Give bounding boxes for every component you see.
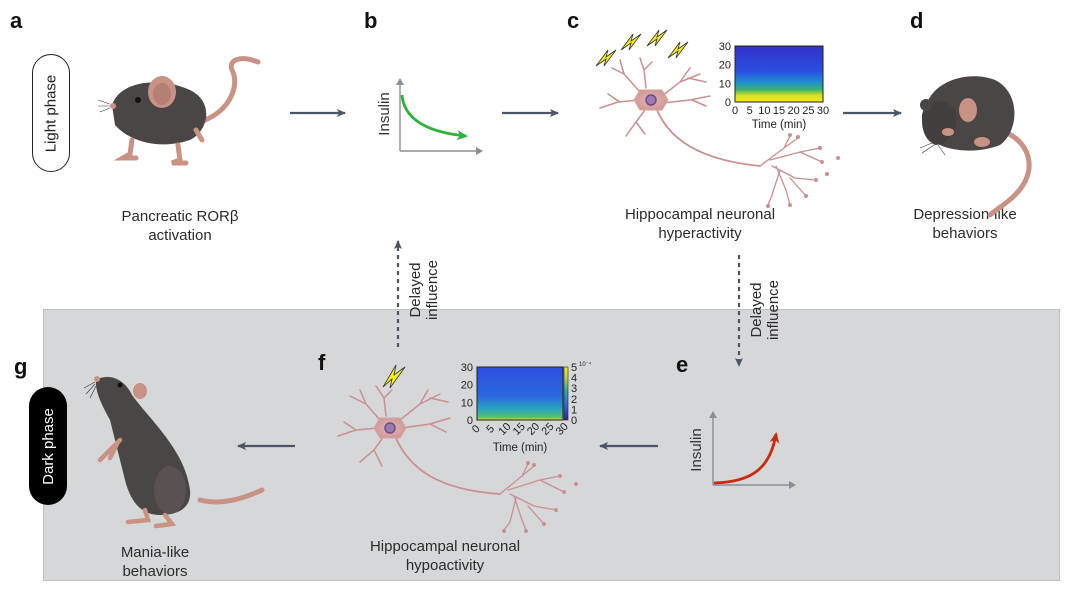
caption-f-line1: Hippocampal neuronal: [369, 538, 521, 555]
x-tick-label: 0: [470, 423, 483, 436]
caption-g-line1: Mania-like: [120, 544, 190, 561]
x-tick-label: 15: [773, 105, 785, 117]
y-tick-label: 10: [461, 397, 473, 409]
colorbar-tick-label: 3: [571, 383, 577, 395]
caption-g-line2: behaviors: [122, 563, 188, 580]
colorbar-exponent: 10⁻⁴: [579, 361, 592, 368]
x-tick-label: 30: [817, 105, 829, 117]
colorbar-tick-label: 5: [571, 362, 577, 374]
x-tick-label: 20: [788, 105, 800, 117]
x-tick-label: 0: [732, 105, 738, 117]
colorbar-f: [563, 366, 569, 421]
neuron-nucleus-c: [645, 94, 657, 106]
x-tick-label: 5: [747, 105, 753, 117]
caption-f-line2: hypoactivity: [405, 557, 485, 574]
caption-c-line2: hyperactivity: [658, 225, 742, 242]
caption-a-line1: Pancreatic RORβ: [121, 208, 239, 225]
lightning-icon: [595, 49, 617, 67]
panel-letter-f: f: [318, 350, 326, 375]
panel-letter-a: a: [10, 8, 23, 33]
caption-d: Depression-like behaviors: [895, 205, 1035, 243]
lightning-icon: [667, 41, 689, 59]
x-axis-label: Time (min): [493, 442, 548, 454]
x-axis-label: Time (min): [752, 119, 807, 131]
mouse-d-illustration: [919, 76, 1032, 218]
panel-letter-d: d: [910, 8, 924, 33]
lightning-icon: [646, 29, 668, 47]
mouse-a-illustration: [97, 56, 261, 166]
lightning-icon: [620, 33, 642, 51]
insulin-curve-increasing: [713, 432, 780, 485]
spectrogram-f-heatmap: [476, 366, 564, 421]
y-tick-label: 10: [719, 78, 731, 90]
y-tick-label: 20: [719, 60, 731, 72]
dark-phase-region: [43, 309, 1060, 581]
neuron-nucleus-f: [384, 422, 396, 434]
panel-letter-g: g: [14, 354, 28, 379]
caption-a: Pancreatic RORβ activation: [95, 207, 265, 245]
panel-letter-c: c: [567, 8, 580, 33]
colorbar-tick-label: 0: [571, 415, 577, 427]
insulin-label-b: Insulin: [376, 92, 393, 135]
y-tick-label: 30: [719, 41, 731, 53]
insulin-curve-decreasing: [400, 94, 468, 141]
y-tick-label: 30: [461, 362, 473, 374]
x-tick-label: 10: [758, 105, 770, 117]
y-tick-label: 0: [725, 97, 731, 109]
caption-g: Mania-like behaviors: [95, 543, 215, 581]
x-tick-label: 30: [554, 421, 571, 438]
light-phase-pill: Light phase: [32, 54, 70, 172]
lightning-icon: [382, 364, 406, 389]
insulin-plot-b: Insulin: [376, 78, 483, 155]
dark-phase-pill: Dark phase: [29, 387, 67, 505]
y-tick-label: 20: [461, 380, 473, 392]
x-tick-label: 25: [802, 105, 814, 117]
lightning-group-c: [595, 29, 689, 67]
caption-a-line2: activation: [148, 227, 212, 244]
insulin-plot-e: Insulin: [688, 411, 796, 489]
colorbar-tick-label: 2: [571, 394, 577, 406]
mouse-g-illustration: [83, 376, 265, 529]
neuron-c: [599, 57, 840, 208]
y-tick-label: 0: [467, 415, 473, 427]
neuron-f: [337, 385, 578, 533]
spectrogram-c-heatmap: [734, 45, 824, 103]
colorbar-tick-label: 4: [571, 373, 577, 385]
colorbar-tick-label: 1: [571, 404, 577, 416]
caption-c-line1: Hippocampal neuronal: [624, 206, 776, 223]
caption-d-line1: Depression-like: [913, 206, 1017, 223]
panel-letter-e: e: [676, 352, 689, 377]
insulin-label-e: Insulin: [688, 428, 705, 471]
caption-f: Hippocampal neuronal hypoactivity: [345, 537, 545, 575]
panel-letter-b: b: [364, 8, 378, 33]
caption-d-line2: behaviors: [932, 225, 998, 242]
caption-c: Hippocampal neuronal hyperactivity: [600, 205, 800, 243]
